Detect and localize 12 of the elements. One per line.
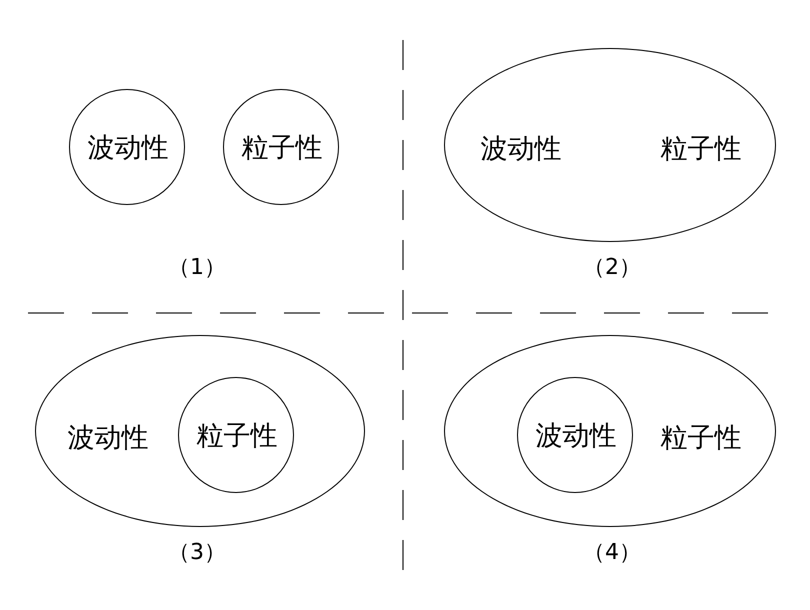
node-text: 波动性 xyxy=(480,136,562,162)
node-text: 波动性 xyxy=(68,424,148,452)
node-text: 波动性 xyxy=(536,422,616,450)
node-text: 粒子性 xyxy=(660,136,742,162)
panel-label: （2） xyxy=(583,257,641,279)
node-text: 粒子性 xyxy=(242,134,322,162)
node-text: 粒子性 xyxy=(196,422,278,450)
panel-label: （4） xyxy=(583,542,641,564)
node-text: 粒子性 xyxy=(660,424,742,452)
node-text: 波动性 xyxy=(88,134,168,162)
panel-label: （3） xyxy=(168,542,226,564)
panel-label: （1） xyxy=(168,257,226,279)
